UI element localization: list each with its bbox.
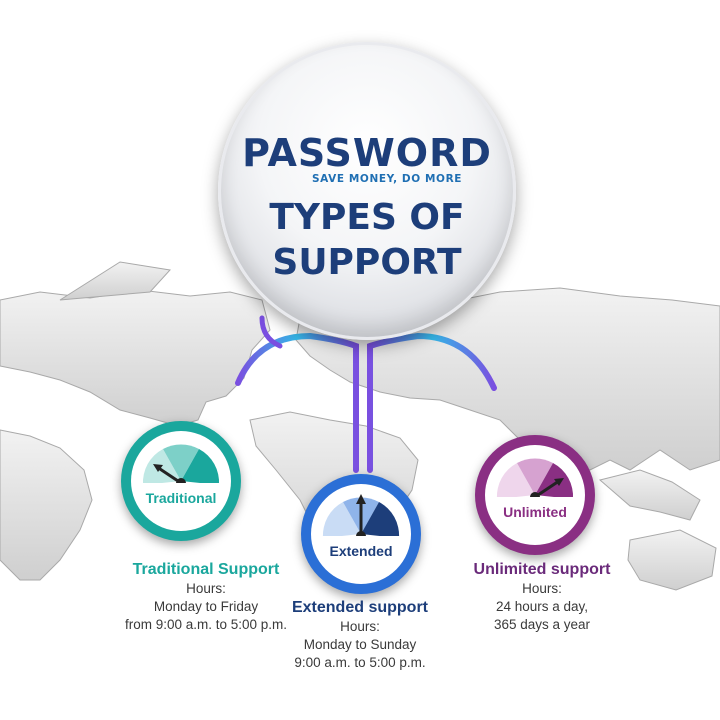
gauge-icon — [131, 431, 231, 531]
extended-gauge-badge: Extended — [301, 474, 421, 594]
hours-label: Hours: — [186, 581, 226, 596]
support-title: Traditional Support — [132, 561, 280, 578]
unlimited-support-info: Unlimited support Hours: 24 hours a day,… — [452, 560, 632, 634]
gauge-icon — [485, 445, 585, 545]
badge-label: Unlimited — [503, 504, 567, 520]
hours-line: from 9:00 a.m. to 5:00 p.m. — [124, 617, 288, 632]
extended-support-info: Extended support Hours: Monday to Sunday… — [260, 598, 460, 672]
support-title: Extended support — [291, 599, 428, 616]
unlimited-gauge-badge: Unlimited — [475, 435, 595, 555]
hours-label: Hours: — [522, 581, 562, 596]
brand-tagline: SAVE MONEY, DO MORE — [311, 173, 463, 185]
central-hub: PASSWORD SAVE MONEY, DO MORE TYPES OF SU… — [218, 42, 516, 340]
traditional-gauge-badge: Traditional — [121, 421, 241, 541]
hours-line: Monday to Sunday — [303, 637, 417, 652]
support-title: Unlimited support — [473, 561, 611, 578]
title-line: SUPPORT — [272, 242, 462, 283]
page-title: TYPES OF SUPPORT — [221, 195, 513, 285]
badge-label: Extended — [329, 543, 393, 559]
gauge-icon — [311, 484, 411, 584]
title-line: TYPES OF — [269, 197, 465, 238]
traditional-support-info: Traditional Support Hours: Monday to Fri… — [96, 560, 316, 634]
brand-logo: PASSWORD — [242, 131, 492, 175]
hours-label: Hours: — [340, 619, 380, 634]
hours-line: 24 hours a day, — [495, 599, 589, 614]
hours-line: 9:00 a.m. to 5:00 p.m. — [294, 655, 426, 670]
badge-label: Traditional — [145, 490, 217, 506]
hours-line: 365 days a year — [493, 617, 591, 632]
hours-line: Monday to Friday — [153, 599, 259, 614]
